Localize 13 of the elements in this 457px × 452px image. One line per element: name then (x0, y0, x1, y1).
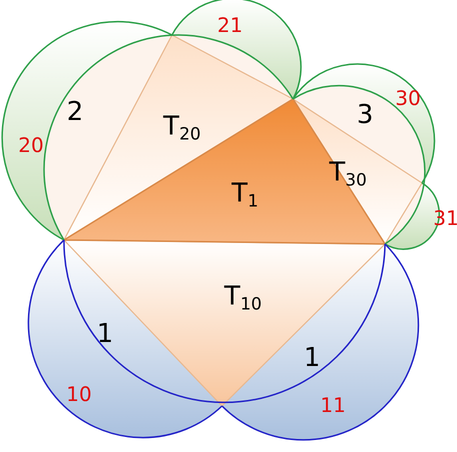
region-label: T$_{30}$ (329, 160, 367, 188)
region-label: T$_{10}$ (224, 284, 262, 312)
region-label: 1 (96, 321, 114, 347)
arc-number: 30 (395, 88, 421, 108)
region-label: 3 (356, 102, 374, 128)
region-label: T$_{1}$ (232, 180, 258, 210)
arc-number: 10 (66, 384, 92, 404)
region-label: 1 (304, 345, 320, 371)
region-label: 2 (66, 99, 84, 125)
arc-number: 20 (18, 135, 44, 155)
region-label: T$_{20}$ (163, 114, 201, 142)
arc-number: 21 (217, 15, 243, 35)
arc-number: 11 (320, 395, 346, 415)
